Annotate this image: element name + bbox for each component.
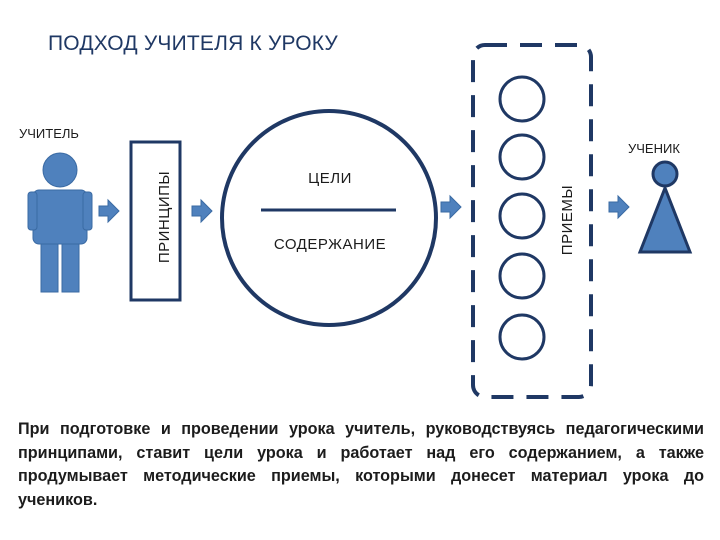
technique-circle-1 [498, 75, 546, 123]
techniques-dashed-frame [471, 43, 593, 399]
techniques-label-area [553, 125, 583, 305]
principles-label: ПРИНЦИПЫ [156, 170, 173, 264]
caption-text: При подготовке и проведении урока учител… [18, 420, 704, 509]
arrow-teacher-to-principles-icon [98, 198, 120, 224]
teacher-head [42, 152, 78, 188]
content-label: СОДЕРЖАНИЕ [273, 236, 387, 253]
technique-circle-4 [498, 252, 546, 300]
technique-circle-3 [498, 192, 546, 240]
technique-circle-2 [498, 133, 546, 181]
student-head [651, 160, 679, 188]
technique-circle-5 [498, 313, 546, 361]
teacher-left-arm [27, 191, 38, 231]
teacher-right-arm [82, 191, 93, 231]
technique-circles [498, 75, 546, 361]
principles-box [129, 140, 182, 302]
student-body [637, 183, 693, 254]
goals-label: ЦЕЛИ [308, 170, 352, 187]
student-figure [637, 160, 693, 254]
teacher-figure [27, 152, 93, 293]
teacher-left-leg [40, 243, 59, 293]
teacher-right-leg [61, 243, 80, 293]
slide-title: ПОДХОД УЧИТЕЛЯ К УРОКУ [48, 32, 338, 55]
arrow-techniques-to-student-icon [608, 194, 630, 220]
goals-content-circle [220, 109, 438, 327]
student-label: УЧЕНИК [628, 141, 680, 156]
teacher-label: УЧИТЕЛЬ [19, 126, 79, 141]
arrow-goals-to-techniques-icon [440, 194, 462, 220]
arrow-principles-to-goals-icon [191, 198, 213, 224]
techniques-label: ПРИЕМЫ [559, 184, 576, 256]
teacher-torso [32, 189, 88, 245]
